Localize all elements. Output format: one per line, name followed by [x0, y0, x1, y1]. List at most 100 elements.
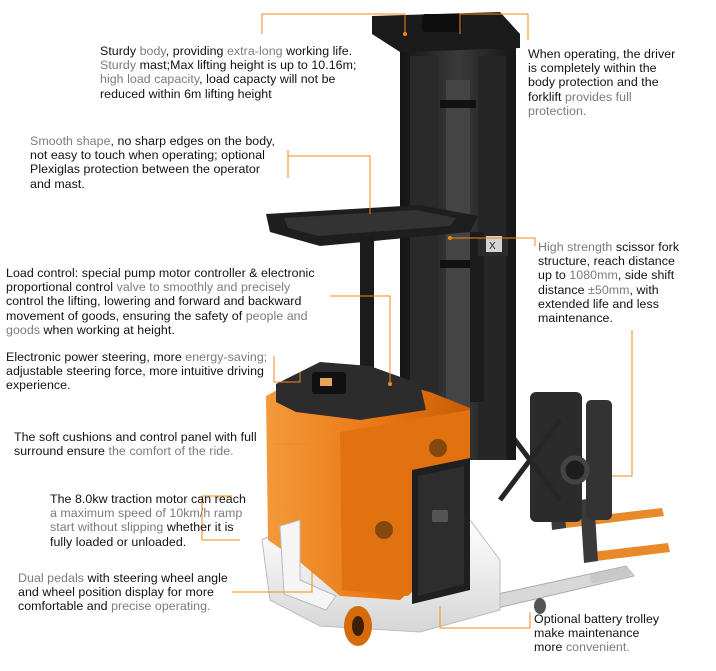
annotation-segment: surround ensure	[14, 444, 109, 459]
annotation-line: High strength scissor fork	[538, 240, 679, 254]
annotation-segment: distance	[538, 282, 589, 297]
annotation-segment: whether it is	[166, 520, 234, 535]
annotation-line: and wheel position display for more	[18, 585, 228, 599]
annotation-line: distance ±50mm, with	[538, 283, 679, 297]
annotation-segment: , with	[629, 282, 659, 297]
note-steering: Electronic power steering, more energy-s…	[6, 350, 267, 393]
annotation-line: extended life and less	[538, 297, 679, 311]
drive-wheel	[344, 598, 546, 646]
annotation-segment: high load capacity	[100, 72, 200, 87]
annotation-segment: start without slipping	[50, 520, 167, 535]
annotation-line: comfortable and precise operating.	[18, 599, 228, 613]
annotation-line: Load control: special pump motor control…	[6, 266, 315, 280]
annotation-segment: Electronic power steering, more	[6, 350, 186, 364]
annotation-segment: provides full	[564, 89, 632, 104]
annotation-segment: Plexiglas protection between the operato…	[30, 162, 261, 177]
annotation-line: movement of goods, ensuring the safety o…	[6, 309, 315, 323]
annotation-segment: structure, reach distance	[538, 254, 675, 269]
annotation-segment: , providing	[165, 44, 227, 58]
scissor-carriage	[498, 392, 612, 522]
annotation-line: Optional battery trolley	[534, 612, 659, 626]
annotation-segment: extra-long	[226, 44, 283, 58]
annotation-segment: movement of goods, ensuring the safety o…	[6, 308, 246, 323]
annotation-segment: proportional control	[6, 280, 117, 295]
annotation-segment: Sturdy	[100, 58, 140, 73]
annotation-segment: convenient.	[565, 640, 630, 655]
overhead-guard	[266, 205, 508, 402]
annotation-segment: reduced within 6m lifting height	[100, 86, 272, 101]
annotation-segment: with steering wheel angle	[87, 571, 228, 585]
annotation-segment: When operating, the driver	[528, 47, 676, 61]
annotation-line: The 8.0kw traction motor can reach	[50, 492, 246, 506]
annotation-line: a maximum speed of 10km/h ramp	[50, 506, 246, 520]
annotation-segment: the comfort of the ride.	[108, 444, 234, 459]
annotation-segment: body	[139, 44, 166, 58]
annotation-segment: scissor fork	[615, 240, 680, 254]
annotation-segment: control the lifting, lowering and forwar…	[6, 294, 302, 309]
annotation-segment: Dual pedals	[18, 571, 88, 585]
annotation-line: proportional control valve to smoothly a…	[6, 280, 315, 294]
annotation-line: Dual pedals with steering wheel angle	[18, 571, 228, 585]
annotation-line: Electronic power steering, more energy-s…	[6, 350, 267, 364]
annotation-segment: The soft cushions and control panel with…	[14, 430, 257, 444]
svg-text:X: X	[489, 241, 496, 252]
annotation-segment: maintenance.	[538, 311, 613, 326]
annotation-line: When operating, the driver	[528, 47, 675, 61]
annotation-segment: High strength	[538, 240, 616, 254]
note-load: Load control: special pump motor control…	[6, 266, 315, 337]
annotation-segment: when working at height.	[43, 322, 175, 337]
annotation-segment: make maintenance	[534, 626, 640, 641]
note-shape: Smooth shape, no sharp edges on the body…	[30, 134, 275, 191]
annotation-segment: and mast.	[30, 176, 85, 191]
note-cushion: The soft cushions and control panel with…	[14, 430, 257, 458]
annotation-line: up to 1080mm, side shift	[538, 268, 679, 282]
annotation-line: Plexiglas protection between the operato…	[30, 162, 275, 176]
annotation-line: start without slipping whether it is	[50, 520, 246, 534]
note-body: Sturdy body, providing extra-long workin…	[100, 44, 357, 101]
brand-logo-icon: X	[486, 236, 502, 252]
annotation-line: maintenance.	[538, 311, 679, 325]
annotation-segment: more	[534, 640, 566, 655]
annotation-line: make maintenance	[534, 626, 659, 640]
annotation-line: high load capacity, load capacty will no…	[100, 72, 357, 86]
annotation-segment: goods	[6, 322, 44, 337]
annotation-line: structure, reach distance	[538, 254, 679, 268]
annotation-segment: a maximum speed of 10km/h ramp	[50, 506, 243, 521]
annotation-segment: The 8.0kw traction motor can reach	[50, 492, 246, 506]
annotation-segment: Smooth shape	[30, 134, 111, 148]
annotation-segment: mast;Max lifting height is up to 10.16m;	[139, 58, 357, 73]
annotation-line: is completely within the	[528, 61, 675, 75]
annotation-line: not easy to touch when operating; option…	[30, 148, 275, 162]
truck-body	[261, 362, 501, 633]
annotation-line: Smooth shape, no sharp edges on the body…	[30, 134, 275, 148]
annotation-segment: fully loaded or unloaded.	[50, 534, 187, 549]
annotation-line: and mast.	[30, 177, 275, 191]
annotation-segment: and wheel position display for more	[18, 585, 214, 600]
annotation-segment: precise operating.	[111, 599, 211, 614]
annotation-segment: body protection and the	[528, 75, 659, 90]
annotation-segment: 1080mm	[569, 268, 618, 283]
annotation-line: protection.	[528, 104, 675, 118]
annotation-line: body protection and the	[528, 75, 675, 89]
annotation-segment: Load control: special pump motor control…	[6, 266, 315, 280]
annotation-line: The soft cushions and control panel with…	[14, 430, 257, 444]
annotation-segment: is completely within the	[528, 61, 657, 76]
annotation-segment: adjustable steering force, more intuitiv…	[6, 364, 264, 379]
annotation-segment: protection.	[528, 103, 587, 118]
annotation-segment: experience.	[6, 378, 71, 393]
annotation-segment: extended life and less	[538, 296, 659, 311]
annotation-line: more convenient.	[534, 640, 659, 654]
annotation-segment: Sturdy	[100, 44, 140, 58]
annotation-segment: , no sharp edges on the body,	[110, 134, 275, 148]
annotation-segment: forklift	[528, 89, 565, 104]
annotation-segment: not easy to touch when operating; option…	[30, 148, 265, 163]
annotation-segment: working life.	[282, 44, 353, 58]
annotation-segment: ±50mm	[588, 282, 630, 297]
annotation-segment: up to	[538, 268, 570, 283]
